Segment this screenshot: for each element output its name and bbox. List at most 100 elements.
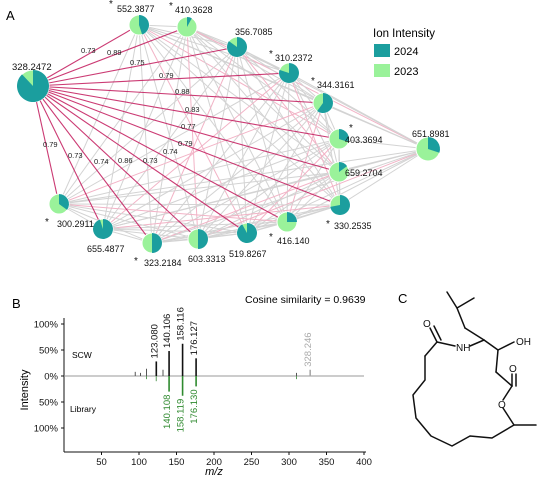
- network-edge: [138, 24, 199, 240]
- legend-swatch-2024: [374, 44, 390, 57]
- network-edge: [151, 72, 290, 244]
- network-edge: [58, 171, 340, 205]
- network-node-label: 655.4877: [87, 244, 125, 254]
- hub-edge: [32, 85, 153, 244]
- hub-edge: [32, 26, 188, 87]
- hub-node-label: 328.2472: [12, 62, 52, 73]
- network-node-label: 651.8981: [412, 129, 450, 139]
- network-edge: [322, 102, 341, 206]
- bond-amide-co2: [433, 325, 442, 341]
- ion-intensity-legend: Ion Intensity 2024 2023: [373, 28, 435, 78]
- network-node: [176, 16, 198, 38]
- pie-2024-slice: [339, 162, 348, 172]
- x-tick-label: 300: [281, 457, 297, 468]
- network-edge: [138, 24, 153, 244]
- series-label-scw: SCW: [72, 350, 92, 360]
- x-tick-label: 50: [96, 457, 107, 468]
- network-edge: [186, 26, 324, 104]
- edge-weight-label: 0.74: [94, 157, 109, 166]
- network-edge: [286, 138, 340, 223]
- network-node: [329, 194, 351, 216]
- network-edge: [322, 102, 429, 150]
- network-edge: [138, 24, 288, 223]
- network-edge: [286, 72, 290, 223]
- network-nodes: 328.2472552.3877*410.3628*356.7085310.23…: [12, 0, 450, 268]
- atom-oh: OH: [516, 337, 531, 348]
- edge-weight-label: 0.86: [118, 156, 133, 165]
- hub-edge: [32, 85, 340, 140]
- x-tick-label: 400: [356, 457, 372, 468]
- network-hub-edges: [32, 24, 341, 244]
- bond-calpha-choh: [483, 339, 499, 351]
- network-edge: [236, 46, 340, 140]
- scw-peak-label: 158.116: [176, 307, 187, 341]
- edge-weight-label: 0.79: [159, 71, 174, 80]
- atom-carbonyl-o-ester: O: [509, 364, 517, 375]
- edge-weight-label: 0.79: [178, 139, 193, 148]
- y-tick-label: 100%: [34, 320, 59, 331]
- bond-amide: [424, 341, 456, 357]
- hub-node: [16, 69, 50, 103]
- legend-swatch-2023: [374, 64, 390, 77]
- network-node: [312, 92, 334, 114]
- pie-2024-slice: [198, 229, 208, 249]
- legend-title: Ion Intensity: [373, 28, 435, 40]
- scw-peak-label: 123.080: [149, 324, 160, 358]
- scw-peak-label: 328.246: [303, 332, 314, 366]
- edge-weight-label: 0.73: [143, 156, 158, 165]
- network-node: [328, 128, 350, 150]
- network-node-label: 659.2704: [345, 168, 383, 178]
- bond-ester-o: [502, 385, 513, 401]
- library-peak-label: 158.119: [176, 399, 187, 433]
- cosine-similarity: Cosine similarity = 0.9639: [245, 294, 366, 306]
- x-tick-label: 250: [244, 457, 260, 468]
- network-node: [92, 218, 114, 240]
- network-node-label: 323.2184: [144, 258, 182, 268]
- network-node: [328, 161, 350, 183]
- network-edge: [102, 102, 324, 230]
- bond-isobutyl-c: [464, 327, 485, 341]
- hub-edge: [32, 85, 199, 240]
- bond-o-ch-me: [502, 407, 537, 426]
- y-tick-label: 100%: [34, 424, 59, 435]
- pie-2024-slice: [17, 70, 49, 102]
- panel-label-c: C: [398, 291, 407, 306]
- network-edge: [58, 203, 288, 223]
- network-edge: [58, 26, 188, 205]
- significance-star: *: [169, 1, 173, 12]
- mirror-spectrum: Cosine similarity = 0.9639 Intensity m/z…: [19, 294, 372, 478]
- chemical-structure: NH OH O O O: [412, 291, 537, 447]
- x-tick-label: 350: [319, 457, 335, 468]
- network-edge: [102, 228, 248, 234]
- edge-weight-label: 0.88: [175, 87, 190, 96]
- bond-choh-oh: [497, 341, 515, 351]
- pie-2024-slice: [330, 195, 351, 215]
- significance-star: *: [269, 232, 273, 243]
- pie-2024-slice: [237, 223, 257, 243]
- atom-ring-o: O: [498, 400, 506, 411]
- network-node-label: 344.3161: [317, 80, 355, 90]
- significance-star: *: [134, 256, 138, 267]
- pie-2024-slice: [279, 63, 300, 83]
- network-node-label: 330.2535: [334, 221, 372, 231]
- scw-peak-label: 176.127: [189, 321, 200, 355]
- y-tick-label: 0%: [44, 372, 58, 383]
- x-tick-label: 200: [206, 457, 222, 468]
- y-axis-label: Intensity: [19, 369, 31, 410]
- network-node: [415, 136, 441, 162]
- panel-label-b: B: [12, 296, 21, 311]
- pie-2024-slice: [317, 93, 334, 114]
- x-axis-label: m/z: [205, 466, 223, 478]
- network-edge: [58, 203, 341, 206]
- network-edge: [186, 26, 429, 150]
- network-node: [141, 232, 163, 254]
- network-edge: [186, 26, 288, 223]
- significance-star: *: [45, 217, 49, 228]
- hub-edge: [32, 85, 288, 223]
- bond-n-calpha: [469, 339, 485, 347]
- atom-carbonyl-o-amide: O: [423, 319, 431, 330]
- network-edge: [58, 203, 199, 240]
